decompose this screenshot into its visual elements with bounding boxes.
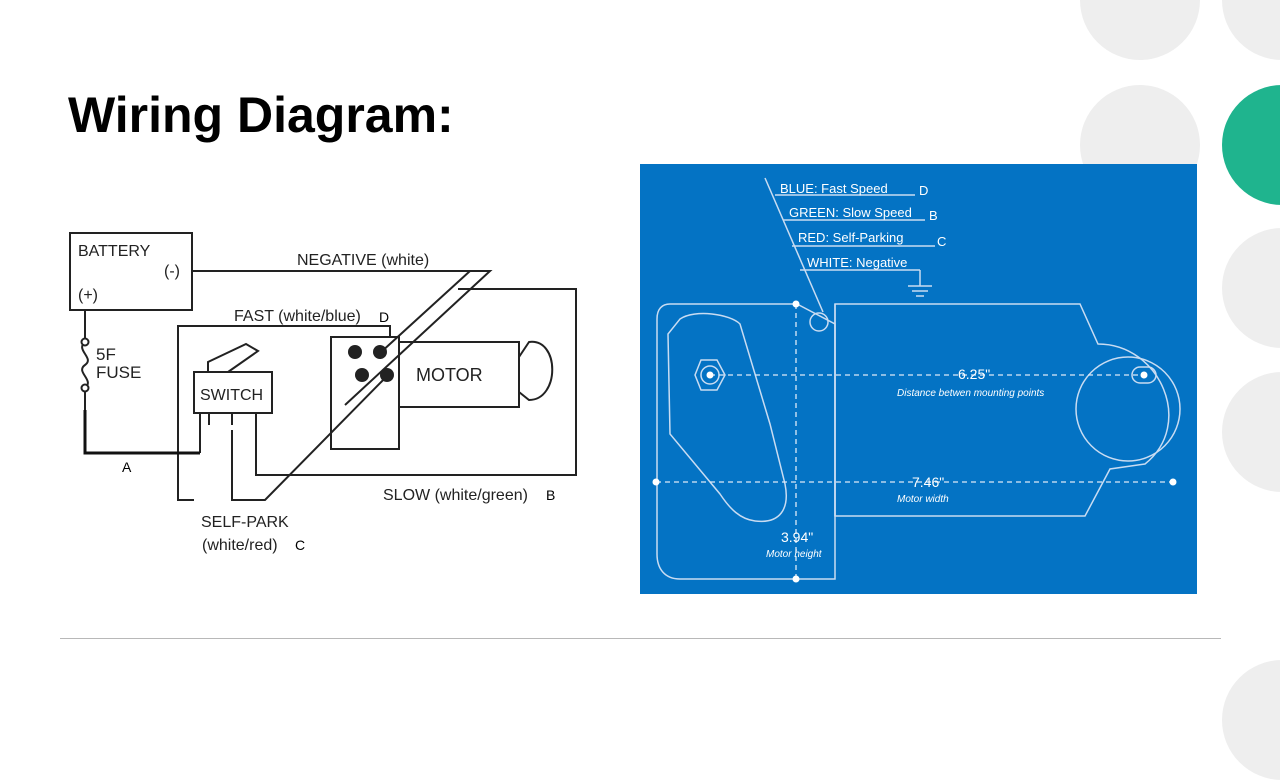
motor-end-circle [1075, 356, 1181, 462]
switch-lever [207, 342, 260, 373]
decor-circle [1222, 228, 1280, 348]
wiring-diagram: BATTERY (-) (+) 5F FUSE SWITCH MOTOR NEG… [69, 232, 577, 554]
switch-label: SWITCH [200, 387, 263, 404]
slow-wire-label: SLOW (white/green) [383, 487, 528, 504]
battery-pos-label: (+) [78, 287, 98, 304]
motor-width-value: 7.46" [912, 474, 944, 490]
motor-cap [518, 340, 554, 402]
battery-neg-label: (-) [164, 263, 180, 280]
legend-item: BLUE: Fast Speed [780, 181, 888, 196]
terminal-dot [373, 345, 387, 359]
selfpark-letter: C [295, 537, 305, 553]
terminal-dot [355, 368, 369, 382]
legend-letter: C [937, 234, 946, 249]
fuse-label: 5F [96, 345, 116, 364]
motor-width-caption: Motor width [897, 494, 949, 505]
terminal-block [330, 336, 400, 450]
fast-diagonal [379, 270, 471, 354]
motor-height-value: 3.94" [781, 529, 813, 545]
blueprint-background [640, 164, 1197, 594]
terminal-dot [348, 345, 362, 359]
legend-item: WHITE: Negative [807, 255, 907, 270]
mounting-distance-caption: Distance betwen mounting points [897, 388, 1044, 399]
slow-wire [255, 288, 577, 476]
motor-height-caption: Motor height [766, 549, 823, 560]
negative-wire [192, 270, 493, 406]
battery-label: BATTERY [78, 243, 151, 260]
mounting-distance-value: 6.25" [958, 366, 990, 382]
motor-label: MOTOR [416, 365, 483, 385]
legend-letter: D [919, 183, 928, 198]
decor-circle [1080, 0, 1200, 60]
fuse-symbol [81, 341, 89, 389]
decor-circle [1222, 0, 1280, 60]
decor-circle [1222, 372, 1280, 492]
decor-circle [1222, 660, 1280, 780]
fuse-wire-a [83, 410, 200, 455]
mounting-plate [656, 303, 836, 580]
fuse-wire-letter: A [122, 459, 132, 475]
motor-outline [834, 303, 1170, 517]
slow-letter: B [546, 487, 555, 503]
mount-bracket [667, 312, 787, 523]
motor-box [398, 341, 520, 408]
fuse-label: FUSE [96, 363, 141, 382]
wire-grommet [809, 312, 829, 332]
fast-wire-label: FAST (white/blue) [234, 308, 361, 325]
terminal-dot [380, 368, 394, 382]
legend-item: GREEN: Slow Speed [789, 205, 912, 220]
hex-nut [694, 359, 726, 391]
slide-title: Wiring Diagram: [68, 87, 454, 143]
legend-item: RED: Self-Parking [798, 230, 903, 245]
mount-slot [1131, 366, 1157, 384]
selfpark-label: SELF-PARK [201, 514, 289, 531]
fast-letter: D [379, 309, 389, 325]
selfpark-label: (white/red) [202, 537, 278, 554]
decor-circle-accent [1222, 85, 1280, 205]
footer-divider [60, 638, 1221, 639]
legend-letter: B [929, 208, 938, 223]
fast-wire [177, 325, 391, 501]
negative-wire-label: NEGATIVE (white) [297, 252, 429, 269]
motor-blueprint: BLUE: Fast Speed D GREEN: Slow Speed B R… [640, 164, 1197, 594]
selfpark-wire [231, 372, 391, 501]
